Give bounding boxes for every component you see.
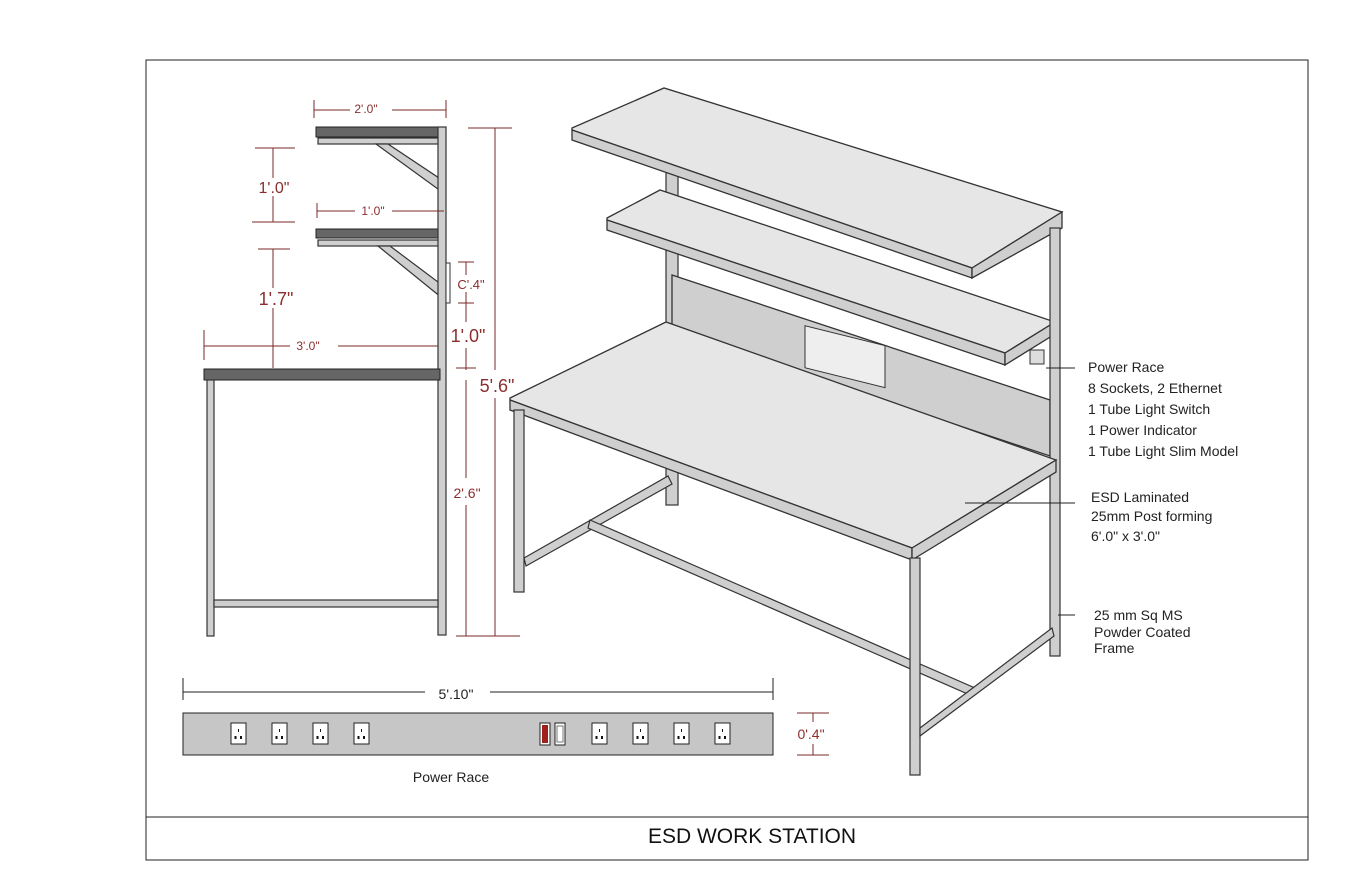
socket-pin — [595, 736, 598, 739]
socket-pin — [320, 729, 321, 732]
socket — [230, 722, 247, 745]
dim-race-to-desk: 1'.0" — [451, 326, 486, 346]
side-view — [203, 126, 451, 637]
socket-pin — [234, 736, 237, 739]
socket — [673, 722, 690, 745]
panel-light-window — [804, 325, 886, 389]
socket-pin — [642, 736, 644, 739]
rear-post — [437, 126, 447, 636]
socket-pin — [683, 736, 685, 739]
drawing-title: ESD WORK STATION — [648, 825, 856, 848]
socket-pin — [281, 736, 283, 739]
back-right-upright — [1049, 227, 1061, 657]
socket-pin — [677, 736, 680, 739]
socket-pin — [316, 736, 319, 739]
dim-shelf-gap-lower: 1'.7" — [259, 289, 294, 309]
socket-pin — [279, 729, 280, 732]
power-indicator-lamp — [542, 725, 548, 743]
socket-pin — [361, 729, 362, 732]
callout-top-line: ESD Laminated — [1091, 489, 1189, 505]
socket-pin — [718, 736, 721, 739]
power-race-elevation: 5'.10" 0'.4" Power Race — [182, 678, 829, 785]
front-leg — [206, 379, 215, 637]
dim-power-race-height: C'.4" — [457, 277, 485, 292]
callout-power-race-title: Power Race — [1088, 359, 1164, 375]
front-left-leg — [513, 409, 525, 593]
dim-power-race-height-elevation: 0'.4" — [797, 726, 824, 742]
socket-pin — [636, 736, 639, 739]
middle-shelf-brace — [376, 245, 443, 300]
left-side-stretcher — [523, 475, 673, 567]
dim-overall-height: 5'.6" — [480, 376, 515, 396]
socket — [271, 722, 288, 745]
dim-desk-depth: 3'.0" — [296, 339, 319, 353]
top-shelf-bracket — [317, 137, 441, 145]
dim-middle-shelf-depth: 1'.0" — [361, 204, 384, 218]
socket-pin — [640, 729, 641, 732]
callout-frame-line: Frame — [1094, 640, 1135, 656]
callout-top-size: 6'.0" x 3'.0" — [1091, 528, 1160, 544]
socket-pin — [357, 736, 360, 739]
desk-side-edge — [911, 458, 1057, 562]
callout-frame-line: 25 mm Sq MS — [1094, 607, 1183, 623]
power-race-caption: Power Race — [413, 769, 489, 785]
drawing-border — [145, 59, 1309, 861]
callout-power-race-line: 1 Tube Light Slim Model — [1088, 443, 1238, 459]
callout-power-race-line: 1 Tube Light Switch — [1088, 401, 1210, 417]
right-side-stretcher — [919, 626, 1055, 738]
socket — [312, 722, 329, 745]
socket-pin — [238, 729, 239, 732]
middle-shelf-side — [315, 228, 441, 239]
callout-power-race-line: 8 Sockets, 2 Ethernet — [1088, 380, 1222, 396]
callout-power-race-line: 1 Power Indicator — [1088, 422, 1197, 438]
socket-pin — [599, 729, 600, 732]
socket-pin — [601, 736, 603, 739]
perspective-view — [509, 87, 1064, 776]
callouts: Power Race 8 Sockets, 2 Ethernet 1 Tube … — [965, 359, 1238, 656]
socket-pin — [240, 736, 242, 739]
dim-top-shelf-depth: 2'.0" — [354, 102, 377, 116]
power-race-side — [445, 262, 451, 304]
socket-pin — [681, 729, 682, 732]
front-right-leg — [909, 557, 921, 776]
socket — [353, 722, 370, 745]
desk-top-side — [203, 368, 441, 381]
middle-shelf-bracket — [317, 239, 441, 247]
socket-pin — [322, 736, 324, 739]
socket — [632, 722, 649, 745]
top-shelf-side — [315, 126, 447, 138]
socket-pin — [275, 736, 278, 739]
dim-shelf-gap-upper: 1'.0" — [259, 180, 290, 197]
lower-stretcher — [213, 599, 439, 608]
power-race-unit — [1029, 349, 1045, 365]
dim-desk-height: 2'.6" — [453, 485, 480, 501]
top-shelf-brace — [374, 143, 443, 194]
socket-pin — [722, 729, 723, 732]
side-view-dimensions: 2'.0" 1'.0" 1'.0" 1'.7" 3'.0" C'.4" 1'.0… — [203, 100, 520, 637]
switch-rocker — [556, 725, 564, 743]
socket — [591, 722, 608, 745]
sockets — [230, 722, 731, 745]
top-shelf-side-edge — [971, 210, 1063, 280]
socket — [714, 722, 731, 745]
callout-top-line: 25mm Post forming — [1091, 508, 1212, 524]
dim-power-race-length: 5'.10" — [439, 686, 474, 702]
socket-pin — [363, 736, 365, 739]
socket-pin — [724, 736, 726, 739]
callout-frame-line: Powder Coated — [1094, 624, 1191, 640]
